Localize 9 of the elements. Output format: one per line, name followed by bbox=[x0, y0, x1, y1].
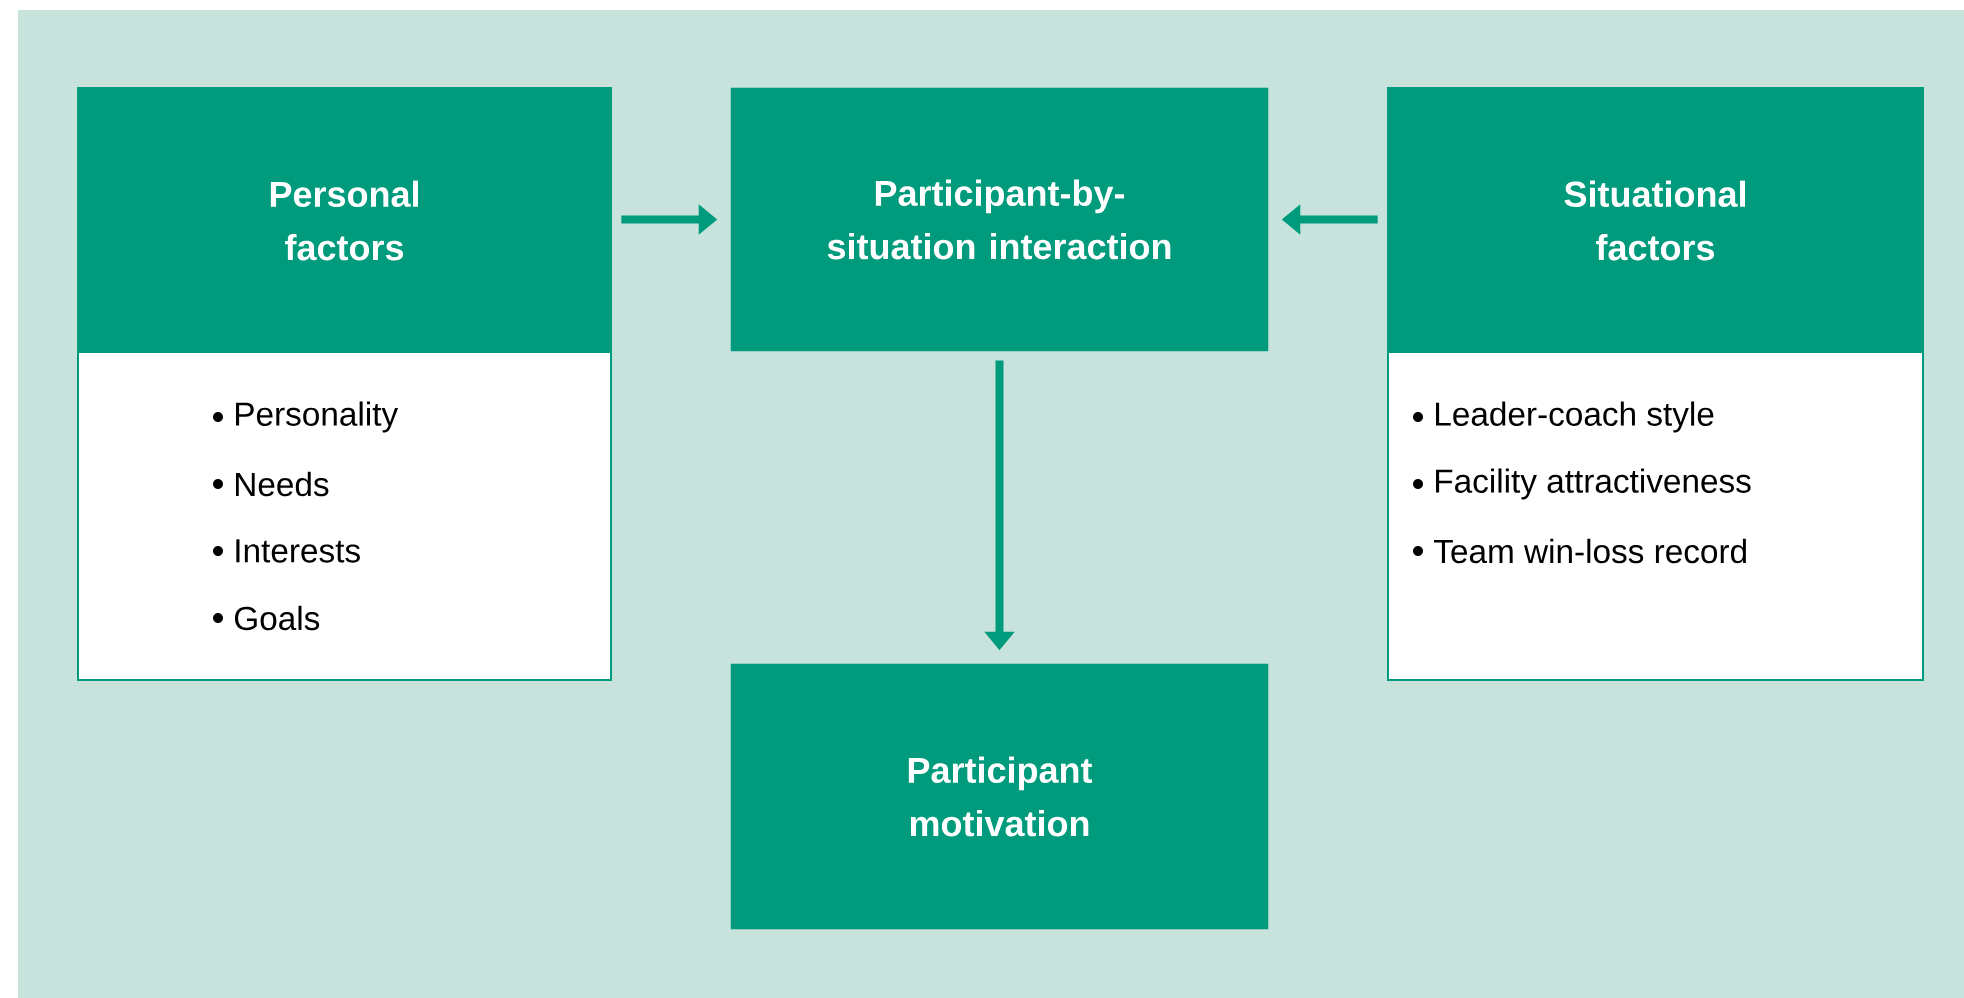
bullet-item: Needs bbox=[236, 471, 329, 497]
bullet-item: Interests bbox=[236, 539, 360, 563]
process-box: Participant motivation bbox=[730, 663, 1269, 930]
bullet-item: Goals bbox=[234, 605, 320, 631]
process-box: Participant-by-situation interaction bbox=[730, 87, 1269, 352]
bullet-item: Leader-coach style bbox=[1436, 401, 1714, 433]
bullet-item: Facility attractiveness bbox=[1436, 468, 1751, 500]
bullet-item: Personality bbox=[236, 401, 399, 433]
bullet-item: Team win-loss record bbox=[1434, 538, 1746, 564]
